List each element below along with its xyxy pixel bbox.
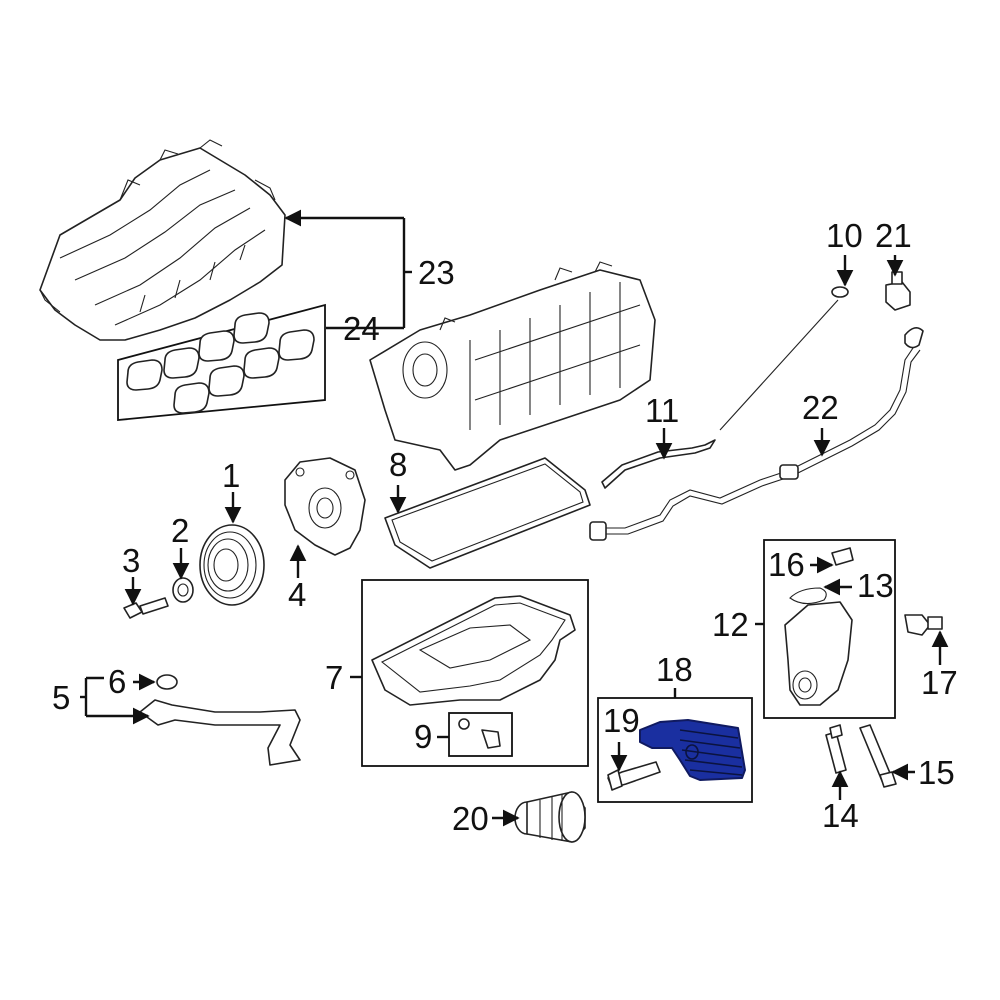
pickup-tube-o-ring[interactable] xyxy=(156,674,178,690)
oil-pump[interactable] xyxy=(284,457,366,556)
callout-7[interactable]: 7 xyxy=(325,659,343,696)
cover-bolt-long[interactable] xyxy=(859,724,897,788)
timing-cover[interactable] xyxy=(784,601,853,706)
front-crank-seal[interactable] xyxy=(172,577,194,603)
callout-10[interactable]: 10 xyxy=(826,217,863,254)
cam-position-sensor[interactable] xyxy=(904,614,943,636)
leader-lines xyxy=(80,209,949,827)
callout-24[interactable]: 24 xyxy=(343,310,380,347)
callout-8[interactable]: 8 xyxy=(389,446,407,483)
callout-15[interactable]: 15 xyxy=(918,754,955,791)
callout-2[interactable]: 2 xyxy=(171,512,189,549)
damper-bolt[interactable] xyxy=(123,597,169,619)
callout-16[interactable]: 16 xyxy=(768,546,805,583)
callout-18[interactable]: 18 xyxy=(656,651,693,688)
callout-19[interactable]: 19 xyxy=(603,702,640,739)
engine-block[interactable] xyxy=(369,261,656,471)
intake-gasket-set[interactable] xyxy=(117,303,326,421)
callout-23[interactable]: 23 xyxy=(418,254,455,291)
callout-21[interactable]: 21 xyxy=(875,217,912,254)
callout-12[interactable]: 12 xyxy=(712,606,749,643)
dipstick[interactable] xyxy=(719,286,849,431)
callout-3[interactable]: 3 xyxy=(122,542,140,579)
callout-labels: 1 2 3 4 5 6 7 8 9 10 11 12 13 14 15 16 1… xyxy=(52,217,958,837)
cover-gasket[interactable] xyxy=(789,587,827,605)
callout-13[interactable]: 13 xyxy=(857,567,894,604)
callout-20[interactable]: 20 xyxy=(452,800,489,837)
timing-cover-box xyxy=(763,539,896,719)
oil-filter[interactable] xyxy=(514,791,586,843)
wire-harness[interactable] xyxy=(589,327,924,541)
callout-14[interactable]: 14 xyxy=(822,797,859,834)
oil-pressure-sensor[interactable] xyxy=(885,271,911,311)
callout-9[interactable]: 9 xyxy=(414,718,432,755)
oil-pickup-tube[interactable] xyxy=(139,699,301,766)
callout-4[interactable]: 4 xyxy=(288,576,306,613)
dipstick-tube[interactable] xyxy=(601,439,716,489)
front-cover-seal[interactable] xyxy=(831,547,854,566)
callout-22[interactable]: 22 xyxy=(802,389,839,426)
oil-pan-gasket[interactable] xyxy=(384,457,591,569)
drain-plug[interactable] xyxy=(458,718,501,749)
oil-cooler[interactable] xyxy=(639,719,746,781)
callout-1[interactable]: 1 xyxy=(222,457,240,494)
drain-plug-box xyxy=(448,712,513,757)
callout-5[interactable]: 5 xyxy=(52,679,70,716)
cover-bolt-short[interactable] xyxy=(825,724,847,774)
oil-cooler-bolt[interactable] xyxy=(607,761,661,791)
callout-6[interactable]: 6 xyxy=(108,663,126,700)
callout-11[interactable]: 11 xyxy=(645,392,679,429)
oil-pan[interactable] xyxy=(371,595,576,706)
crankshaft-damper[interactable] xyxy=(199,524,265,606)
intake-manifold[interactable] xyxy=(39,139,286,341)
callout-17[interactable]: 17 xyxy=(921,664,958,701)
oil-pan-box xyxy=(361,579,589,767)
